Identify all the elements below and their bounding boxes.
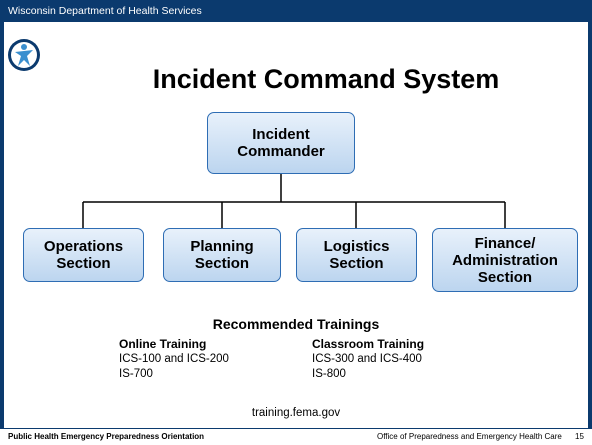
page-number: 15 (575, 432, 584, 441)
logistics-section-box: Logistics Section (296, 228, 417, 282)
online-training-item: ICS-100 and ICS-200 (119, 353, 229, 365)
incident-commander-box: Incident Commander (207, 112, 355, 174)
footer-office-name: Office of Preparedness and Emergency Hea… (377, 432, 562, 441)
finance-administration-section-box: Finance/ Administration Section (432, 228, 578, 292)
recommended-trainings-title: Recommended Trainings (212, 316, 380, 332)
classroom-training-heading: Classroom Training (312, 337, 425, 351)
dhs-logo-icon (8, 39, 40, 71)
header-bar: Wisconsin Department of Health Services (0, 0, 592, 22)
footer-program-title: Public Health Emergency Preparedness Ori… (8, 432, 205, 441)
classroom-training-column: Classroom Training ICS-300 and ICS-400 I… (312, 337, 424, 382)
slide-title: Incident Command System (152, 64, 500, 94)
org-name: Wisconsin Department of Health Services (8, 5, 202, 17)
planning-section-box: Planning Section (163, 228, 281, 282)
operations-section-box: Operations Section (23, 228, 144, 282)
footer-bar: Public Health Emergency Preparedness Ori… (0, 428, 592, 445)
classroom-training-item: ICS-300 and ICS-400 (312, 353, 422, 365)
online-training-item: IS-700 (119, 368, 153, 380)
training-website: training.fema.gov (251, 407, 341, 419)
online-training-heading: Online Training (119, 337, 207, 351)
classroom-training-item: IS-800 (312, 368, 346, 380)
online-training-column: Online Training ICS-100 and ICS-200 IS-7… (119, 337, 229, 382)
